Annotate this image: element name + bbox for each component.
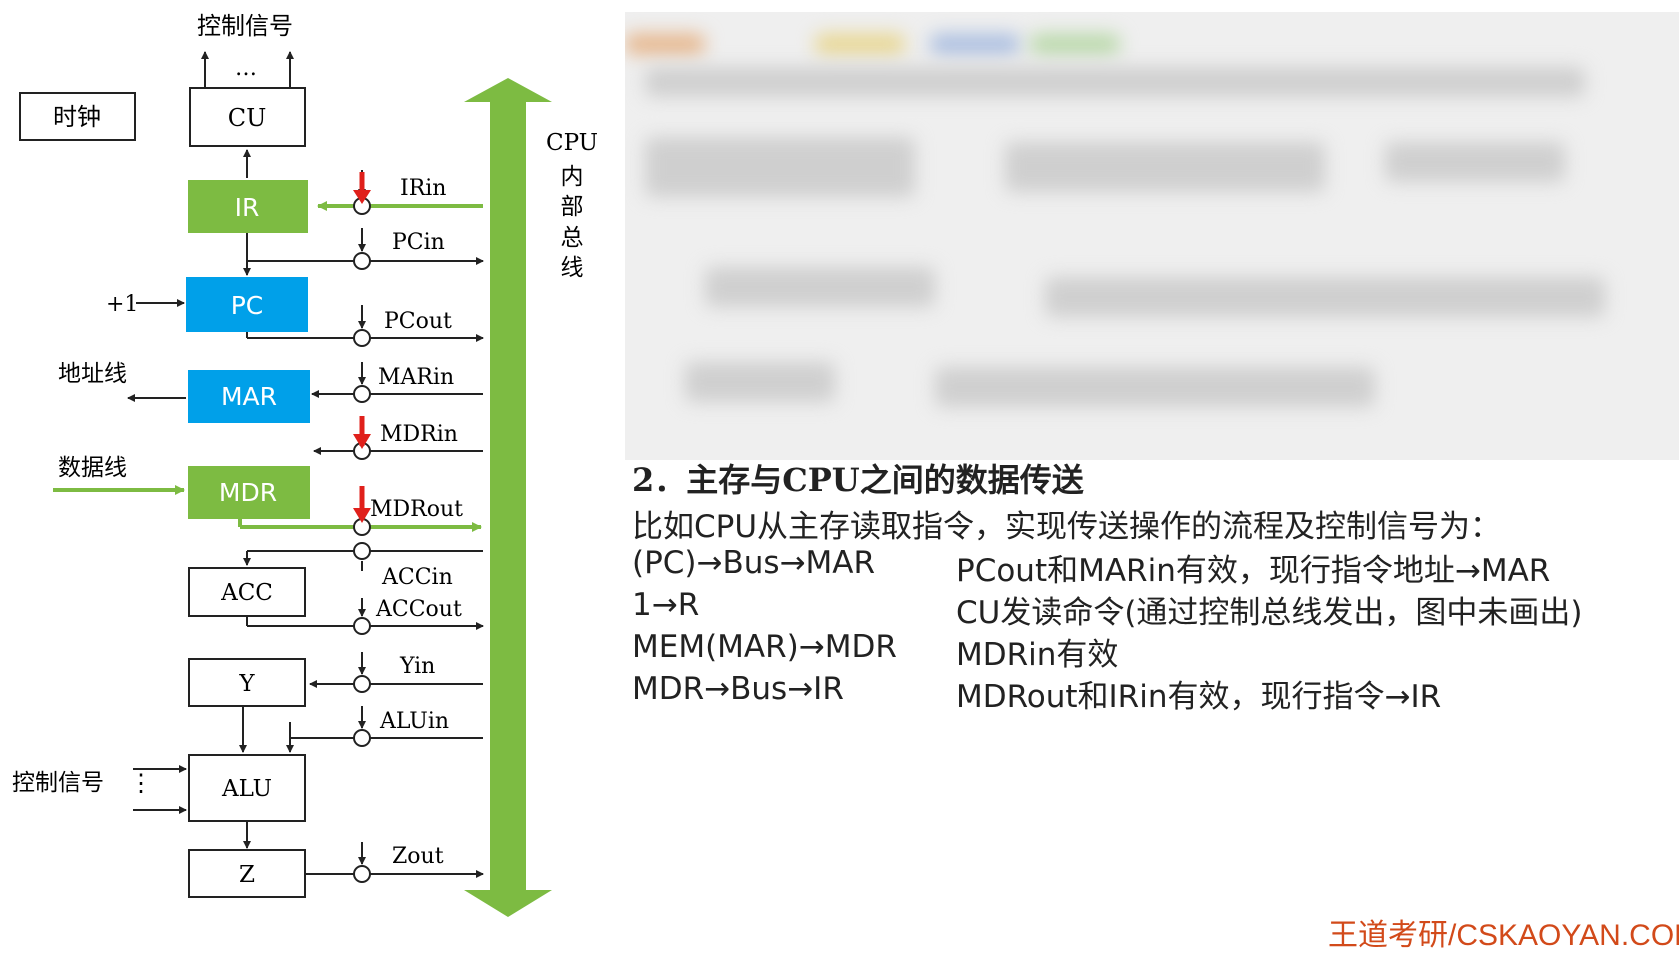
cu-box bbox=[189, 87, 306, 147]
step-expression: (PC)→Bus→MAR bbox=[632, 545, 876, 581]
step-expression: MEM(MAR)→MDR bbox=[632, 629, 897, 665]
internal-bus-arrow bbox=[464, 78, 552, 917]
bus-label-cpu: CPU bbox=[546, 130, 598, 156]
y-register bbox=[188, 658, 306, 707]
cpu-datapath-diagram: 控制信号 … 时钟 CU CPU 内 部 总 线 IR IRin PCin PC… bbox=[12, 12, 598, 917]
mdr-label: MDR bbox=[219, 478, 277, 507]
bus-label-char4: 线 bbox=[561, 255, 584, 281]
plus-one-label: +1 bbox=[106, 292, 138, 317]
irin-label: IRin bbox=[400, 176, 446, 201]
marin-label: MARin bbox=[378, 365, 454, 390]
clock-box bbox=[19, 92, 136, 141]
ir-register bbox=[188, 180, 308, 233]
y-label: Y bbox=[238, 671, 255, 697]
mar-label: MAR bbox=[221, 382, 277, 411]
ir-label: IR bbox=[235, 193, 260, 222]
text-panel: 2．主存与CPU之间的数据传送 比如CPU从主存读取指令，实现传送操作的流程及控… bbox=[630, 455, 1679, 934]
accin-label: ACCin bbox=[381, 565, 453, 590]
zout-label: Zout bbox=[392, 844, 444, 869]
step-description: MDRin有效 bbox=[956, 637, 1119, 673]
bus-label-char3: 总 bbox=[561, 225, 584, 251]
cu-label: CU bbox=[228, 104, 267, 132]
top-control-label: 控制信号 bbox=[197, 12, 293, 40]
mar-register bbox=[188, 370, 310, 423]
footer-watermark: 王道考研/CSKAOYAN.COM bbox=[1328, 919, 1679, 952]
section-heading: 2．主存与CPU之间的数据传送 bbox=[632, 461, 1084, 499]
left-control-label: 控制信号 bbox=[12, 770, 104, 796]
mdr-register bbox=[188, 466, 310, 519]
left-control-dots: ⋮ bbox=[129, 769, 153, 797]
acc-label: ACC bbox=[220, 580, 273, 606]
alu-unit bbox=[188, 754, 306, 822]
pc-register bbox=[186, 277, 308, 332]
pcout-label: PCout bbox=[384, 309, 452, 334]
step-expression: 1→R bbox=[632, 587, 700, 623]
address-line-label: 地址线 bbox=[58, 361, 127, 387]
aluin-label: ALUin bbox=[379, 709, 449, 734]
pc-label: PC bbox=[231, 291, 264, 320]
clock-label: 时钟 bbox=[53, 103, 101, 131]
step-description: PCout和MARin有效，现行指令地址→MAR bbox=[956, 553, 1551, 589]
intro-text: 比如CPU从主存读取指令，实现传送操作的流程及控制信号为： bbox=[632, 509, 1502, 545]
yin-label: Yin bbox=[399, 654, 435, 679]
z-label: Z bbox=[239, 862, 255, 888]
mdrin-label: MDRin bbox=[380, 422, 458, 447]
bus-label: CPU 内 部 总 线 bbox=[546, 130, 598, 281]
accout-label: ACCout bbox=[375, 597, 462, 622]
data-line-label: 数据线 bbox=[58, 455, 127, 481]
mdrout-label: MDRout bbox=[370, 497, 463, 522]
top-control-dots: … bbox=[235, 56, 257, 81]
pcin-label: PCin bbox=[392, 230, 445, 255]
alu-label: ALU bbox=[221, 776, 272, 802]
step-description: MDRout和IRin有效，现行指令→IR bbox=[956, 679, 1442, 715]
step-expression: MDR→Bus→IR bbox=[632, 671, 844, 707]
step-description: CU发读命令(通过控制总线发出，图中未画出) bbox=[956, 595, 1583, 631]
bus-label-char1: 内 bbox=[561, 164, 584, 190]
blurred-content-panel bbox=[625, 12, 1679, 460]
acc-register bbox=[188, 567, 306, 617]
bus-label-char2: 部 bbox=[561, 194, 584, 220]
